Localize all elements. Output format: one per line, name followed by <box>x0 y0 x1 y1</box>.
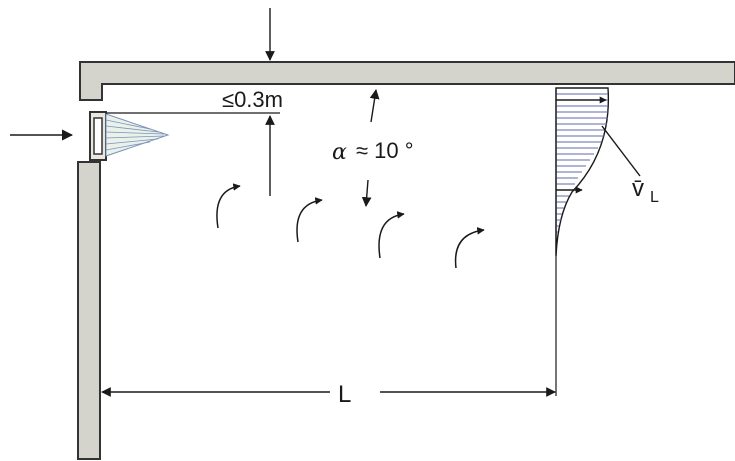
velocity-symbol: v̄ <box>632 175 644 202</box>
air-inlet-grille <box>89 111 107 161</box>
angle-symbol: α <box>332 140 347 165</box>
length-label: L <box>338 381 351 408</box>
gap-label: ≤0.3m <box>222 87 283 112</box>
left-wall <box>77 161 101 460</box>
angle-indicator <box>361 89 380 207</box>
velocity-profile <box>555 87 641 396</box>
ceiling-slab <box>79 61 735 101</box>
velocity-subscript: L <box>650 189 659 206</box>
swirl-arrow-icon <box>216 183 485 269</box>
inlet-jet-profile <box>105 113 170 157</box>
gap-dimension <box>106 8 280 196</box>
angle-value: ≈ 10 ° <box>356 138 414 163</box>
